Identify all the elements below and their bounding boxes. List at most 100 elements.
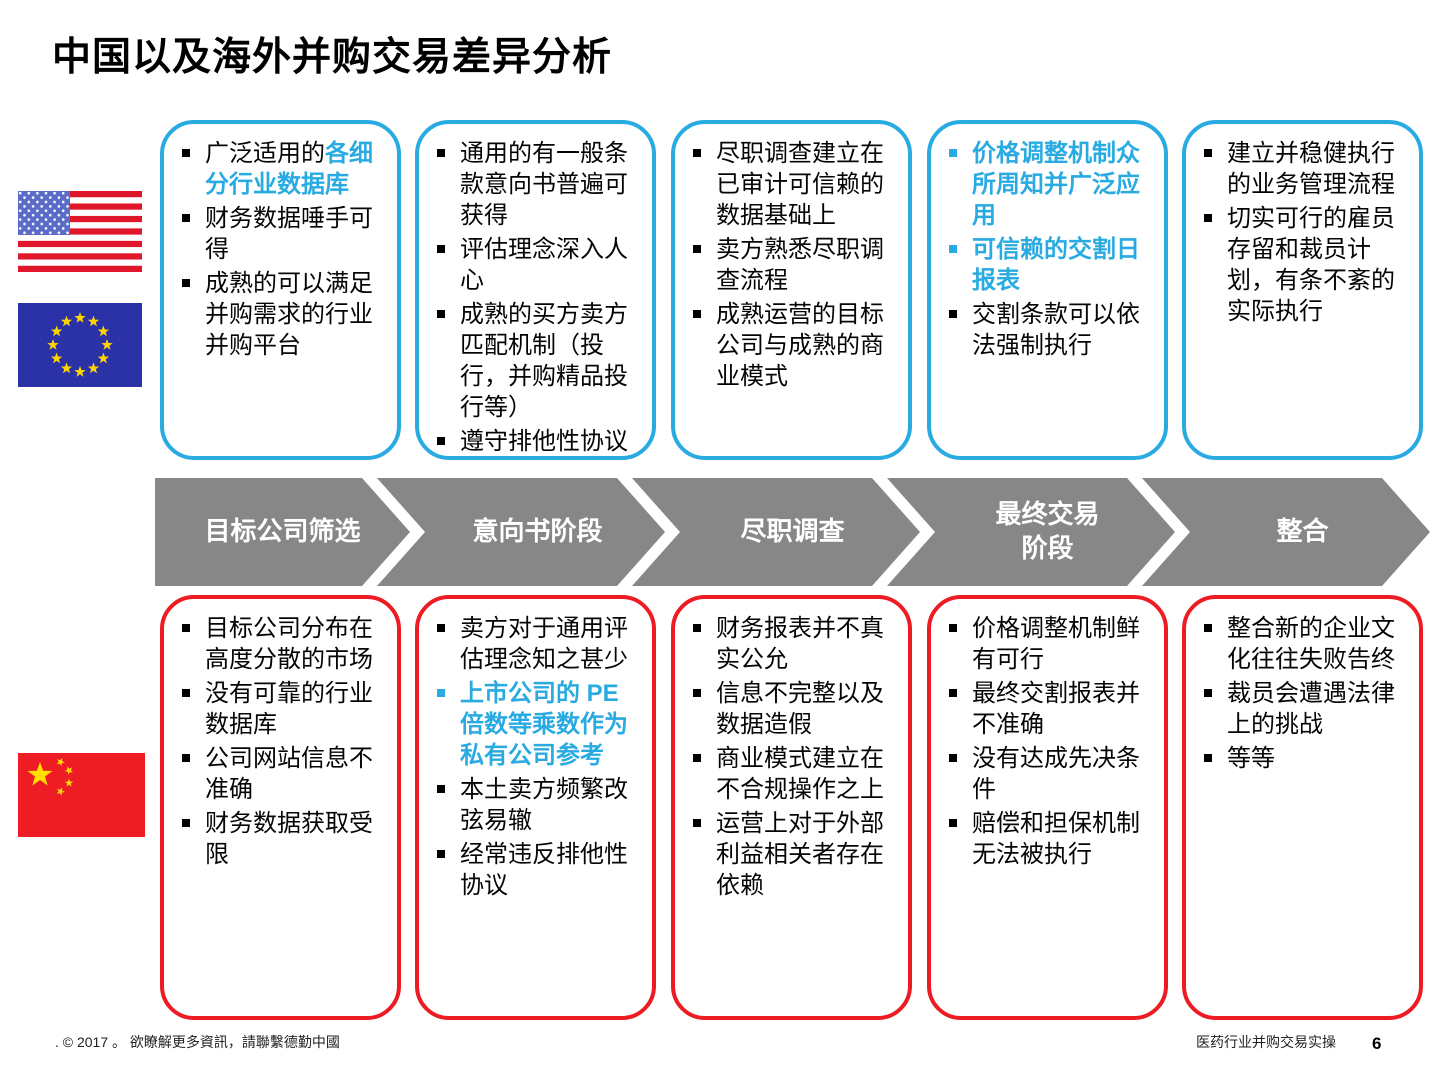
bullet-marker-icon xyxy=(437,624,445,632)
bullet-item: 上市公司的 PE 倍数等乘数作为私有公司参考 xyxy=(431,678,644,771)
page-title: 中国以及海外并购交易差异分析 xyxy=(52,36,613,79)
chevron-arrows xyxy=(155,478,1430,586)
bullet-text: 评估理念深入人心 xyxy=(460,236,628,294)
china-box-4: 价格调整机制鲜有可行最终交割报表并不准确没有达成先决条件赔偿和担保机制无法被执行 xyxy=(927,595,1168,1020)
bullet-text: 没有达成先决条件 xyxy=(972,745,1140,803)
bullet-marker-icon xyxy=(182,624,190,632)
bullet-item: 财务数据唾手可得 xyxy=(176,203,389,265)
bullet-marker-icon xyxy=(182,689,190,697)
bullet-text: 建立并稳健执行的业务管理流程 xyxy=(1227,140,1395,198)
overseas-box-3: 尽职调查建立在已审计可信赖的数据基础上卖方熟悉尽职调查流程成熟运营的目标公司与成… xyxy=(671,120,912,460)
bullet-item: 商业模式建立在不合规操作之上 xyxy=(687,743,900,805)
bullet-item: 经常违反排他性协议 xyxy=(431,839,644,901)
china-box-3: 财务报表并不真实公允信息不完整以及数据造假商业模式建立在不合规操作之上运营上对于… xyxy=(671,595,912,1020)
bullet-text: 商业模式建立在不合规操作之上 xyxy=(716,745,884,803)
bullet-item: 成熟的可以满足并购需求的行业并购平台 xyxy=(176,268,389,361)
bullet-item: 没有达成先决条件 xyxy=(943,743,1156,805)
bullet-text: 财务数据唾手可得 xyxy=(205,205,373,263)
bullet-marker-icon xyxy=(949,245,957,253)
bullet-item: 运营上对于外部利益相关者存在依赖 xyxy=(687,808,900,901)
bullet-item: 通用的有一般条款意向书普遍可获得 xyxy=(431,138,644,231)
bullet-item: 赔偿和担保机制无法被执行 xyxy=(943,808,1156,870)
bullet-text: 遵守排他性协议 xyxy=(460,428,628,455)
bullet-text: 财务数据获取受限 xyxy=(205,810,373,868)
bullet-marker-icon xyxy=(437,149,445,157)
bullet-text: 切实可行的雇员存留和裁员计划，有条不紊的实际执行 xyxy=(1227,205,1395,325)
bullet-marker-icon xyxy=(949,624,957,632)
bullet-text: 经常违反排他性协议 xyxy=(460,841,628,899)
china-box-1: 目标公司分布在高度分散的市场没有可靠的行业数据库公司网站信息不准确财务数据获取受… xyxy=(160,595,401,1020)
bullet-marker-icon xyxy=(949,149,957,157)
bullet-marker-icon xyxy=(1204,214,1212,222)
bullet-text: 等等 xyxy=(1227,745,1275,772)
bullet-text: 整合新的企业文化往往失败告终 xyxy=(1227,615,1395,673)
bullet-item: 公司网站信息不准确 xyxy=(176,743,389,805)
bullet-marker-icon xyxy=(693,624,701,632)
footer-copyright: . © 2017 。 欲瞭解更多資訊，請聯繫德勤中國 xyxy=(55,1034,340,1050)
bullet-text: 成熟的买方卖方匹配机制（投行，并购精品投行等） xyxy=(460,301,628,421)
us-flag-icon xyxy=(18,191,142,272)
bullet-marker-icon xyxy=(949,754,957,762)
bullet-marker-icon xyxy=(437,310,445,318)
stage-label-4: 最终交易 阶段 xyxy=(995,499,1100,563)
bullet-text: 赔偿和担保机制无法被执行 xyxy=(972,810,1140,868)
bullet-item: 本土卖方频繁改弦易辙 xyxy=(431,774,644,836)
bullet-item: 成熟的买方卖方匹配机制（投行，并购精品投行等） xyxy=(431,299,644,423)
bullet-text: 卖方对于通用评估理念知之甚少 xyxy=(460,615,628,673)
bullet-item: 等等 xyxy=(1198,743,1411,774)
bullet-marker-icon xyxy=(437,689,445,697)
bullet-text: 尽职调查建立在已审计可信赖的数据基础上 xyxy=(716,140,884,229)
bullet-item: 遵守排他性协议 xyxy=(431,426,644,457)
bullet-text: 目标公司分布在高度分散的市场 xyxy=(205,615,373,673)
bullet-marker-icon xyxy=(182,754,190,762)
bullet-item: 可信赖的交割日报表 xyxy=(943,234,1156,296)
bullet-marker-icon xyxy=(949,310,957,318)
stage-label-5: 整合 xyxy=(1276,516,1329,547)
bullet-item: 广泛适用的各细分行业数据库 xyxy=(176,138,389,200)
bullet-item: 没有可靠的行业数据库 xyxy=(176,678,389,740)
bullet-marker-icon xyxy=(693,310,701,318)
bullet-text: 成熟的可以满足并购需求的行业并购平台 xyxy=(205,270,373,359)
eu-flag-icon xyxy=(18,303,142,387)
page-number: 6 xyxy=(1372,1034,1382,1053)
bullet-item: 成熟运营的目标公司与成熟的商业模式 xyxy=(687,299,900,392)
bullet-text: 运营上对于外部利益相关者存在依赖 xyxy=(716,810,884,899)
bullet-text: 裁员会遭遇法律上的挑战 xyxy=(1227,680,1395,738)
bullet-marker-icon xyxy=(693,245,701,253)
bullet-item: 裁员会遭遇法律上的挑战 xyxy=(1198,678,1411,740)
bullet-item: 切实可行的雇员存留和裁员计划，有条不紊的实际执行 xyxy=(1198,203,1411,327)
bullet-item: 信息不完整以及数据造假 xyxy=(687,678,900,740)
bullet-marker-icon xyxy=(1204,689,1212,697)
stage-label-1: 目标公司筛选 xyxy=(204,516,361,547)
stage-label-2: 意向书阶段 xyxy=(472,516,603,547)
bullet-marker-icon xyxy=(437,245,445,253)
bullet-item: 卖方熟悉尽职调查流程 xyxy=(687,234,900,296)
bullet-text: 成熟运营的目标公司与成熟的商业模式 xyxy=(716,301,884,390)
bullet-marker-icon xyxy=(693,819,701,827)
overseas-box-1: 广泛适用的各细分行业数据库财务数据唾手可得成熟的可以满足并购需求的行业并购平台 xyxy=(160,120,401,460)
bullet-item: 价格调整机制鲜有可行 xyxy=(943,613,1156,675)
bullet-marker-icon xyxy=(693,149,701,157)
footer-deck-title: 医药行业并购交易实操 xyxy=(1196,1034,1336,1050)
bullet-marker-icon xyxy=(437,437,445,445)
bullet-text: 最终交割报表并不准确 xyxy=(972,680,1140,738)
bullet-marker-icon xyxy=(1204,754,1212,762)
bullet-marker-icon xyxy=(182,819,190,827)
bullet-text: 交割条款可以依法强制执行 xyxy=(972,301,1140,359)
bullet-text: 本土卖方频繁改弦易辙 xyxy=(460,776,628,834)
bullet-text: 价格调整机制鲜有可行 xyxy=(972,615,1140,673)
bullet-item: 整合新的企业文化往往失败告终 xyxy=(1198,613,1411,675)
bullet-item: 交割条款可以依法强制执行 xyxy=(943,299,1156,361)
bullet-marker-icon xyxy=(1204,624,1212,632)
bullet-text: 财务报表并不真实公允 xyxy=(716,615,884,673)
overseas-box-5: 建立并稳健执行的业务管理流程切实可行的雇员存留和裁员计划，有条不紊的实际执行 xyxy=(1182,120,1423,460)
china-box-2: 卖方对于通用评估理念知之甚少上市公司的 PE 倍数等乘数作为私有公司参考本土卖方… xyxy=(415,595,656,1020)
china-box-5: 整合新的企业文化往往失败告终裁员会遭遇法律上的挑战等等 xyxy=(1182,595,1423,1020)
bullet-text: 卖方熟悉尽职调查流程 xyxy=(716,236,884,294)
bullet-marker-icon xyxy=(182,279,190,287)
bullet-item: 财务数据获取受限 xyxy=(176,808,389,870)
bullet-marker-icon xyxy=(437,850,445,858)
bullet-item: 建立并稳健执行的业务管理流程 xyxy=(1198,138,1411,200)
bullet-item: 最终交割报表并不准确 xyxy=(943,678,1156,740)
bullet-marker-icon xyxy=(693,754,701,762)
